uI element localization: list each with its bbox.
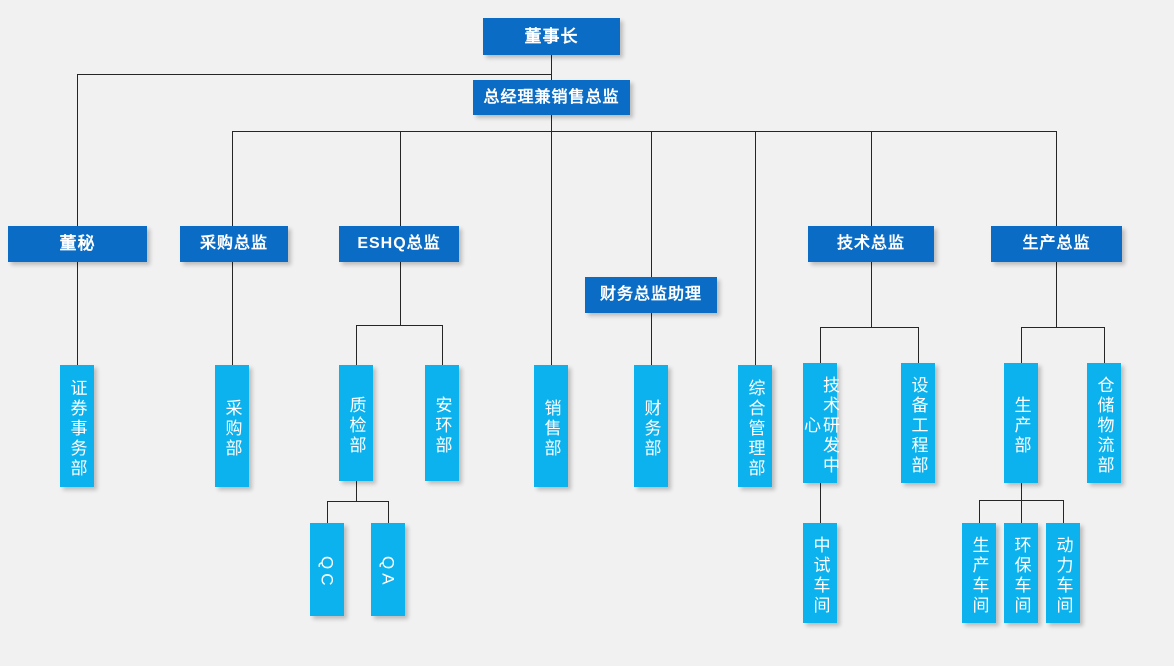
connector-technical-to-rd (820, 327, 821, 363)
node-qc[interactable]: QC (310, 523, 344, 616)
node-general-manager[interactable]: 总经理兼销售总监 (473, 80, 630, 115)
connector-rd-to-pilot-workshop (820, 483, 821, 523)
connector-production-to-dept (1021, 327, 1022, 363)
node-warehouse-logistics-dept[interactable]: 仓储物流部 (1087, 363, 1121, 483)
node-production-workshop[interactable]: 生产车间 (962, 523, 996, 623)
node-pilot-workshop[interactable]: 中试车间 (803, 523, 837, 623)
connector-to-power-workshop (1063, 500, 1064, 523)
node-chairman[interactable]: 董事长 (483, 18, 620, 55)
node-quality-inspection-dept[interactable]: 质检部 (339, 365, 373, 481)
connector-to-qa (388, 501, 389, 523)
connector-qc-dept-stem (356, 480, 357, 501)
connector-qc-qa-bar (327, 501, 388, 502)
connector-procurement-to-dept (232, 262, 233, 365)
connector-secretary-to-securities (77, 262, 78, 365)
connector-eshq-to-qc-dept (356, 325, 357, 365)
node-board-secretary[interactable]: 董秘 (8, 226, 147, 262)
connector-drop-general-admin (755, 131, 756, 365)
connector-drop-eshq-director (400, 131, 401, 226)
node-finance-dept[interactable]: 财务部 (634, 365, 668, 487)
connector-production-bar (1021, 327, 1105, 328)
node-procurement-dept[interactable]: 采购部 (215, 365, 249, 487)
node-eshq-director[interactable]: ESHQ总监 (339, 226, 459, 262)
connector-drop-technical-director (871, 131, 872, 226)
connector-to-environmental-workshop (1021, 500, 1022, 523)
connector-production-dept-stem (1021, 483, 1022, 500)
node-production-director[interactable]: 生产总监 (991, 226, 1122, 262)
connector-to-qc (327, 501, 328, 523)
connector-drop-finance-assistant (651, 131, 652, 277)
node-environmental-workshop[interactable]: 环保车间 (1004, 523, 1038, 623)
connector-technical-stem (871, 262, 872, 327)
node-finance-director-assistant[interactable]: 财务总监助理 (585, 277, 717, 313)
node-safety-environment-dept[interactable]: 安环部 (425, 365, 459, 481)
connector-secretary-drop (77, 74, 78, 226)
node-procurement-director[interactable]: 采购总监 (180, 226, 288, 262)
node-securities-affairs-dept[interactable]: 证券事务部 (60, 365, 94, 487)
connector-eshq-bar (356, 325, 443, 326)
node-equipment-engineering-dept[interactable]: 设备工程部 (901, 363, 935, 483)
connector-eshq-to-safety-dept (442, 325, 443, 365)
node-technical-director[interactable]: 技术总监 (808, 226, 934, 262)
connector-drop-procurement-director (232, 131, 233, 226)
connector-technical-bar (820, 327, 919, 328)
node-general-admin-dept[interactable]: 综合管理部 (738, 365, 772, 487)
connector-drop-production-director (1056, 131, 1057, 226)
connector-production-stem (1056, 262, 1057, 327)
connector-finance-assistant-to-dept (651, 313, 652, 365)
node-power-workshop[interactable]: 动力车间 (1046, 523, 1080, 623)
connector-main-bar (232, 131, 1057, 132)
node-production-dept[interactable]: 生产部 (1004, 363, 1038, 483)
connector-production-to-warehouse (1104, 327, 1105, 363)
connector-eshq-stem (400, 262, 401, 325)
connector-chairman-to-secretary-bar (77, 74, 552, 75)
connector-to-production-workshop (979, 500, 980, 523)
node-sales-dept[interactable]: 销售部 (534, 365, 568, 487)
connector-technical-to-equipment (918, 327, 919, 363)
node-qa[interactable]: QA (371, 523, 405, 616)
connector-drop-sales-dept (551, 131, 552, 365)
node-rd-center[interactable]: 技术研发中心 (801, 363, 839, 483)
